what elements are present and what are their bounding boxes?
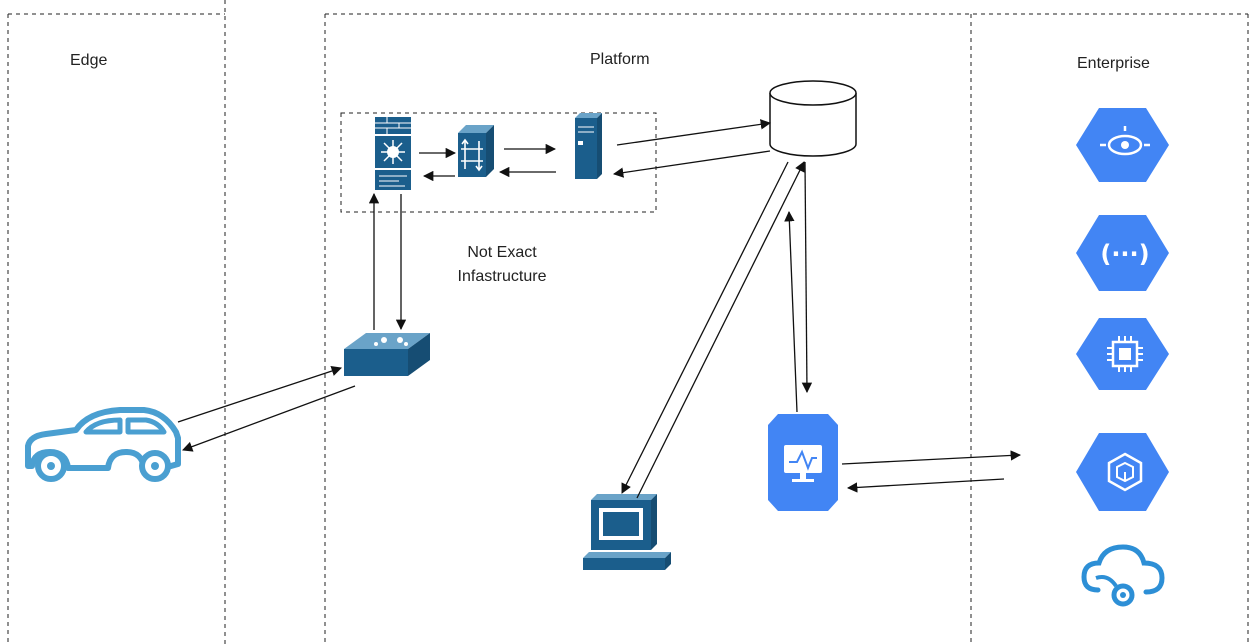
zone-label-platform: Platform — [590, 51, 650, 68]
gcp-vision-icon — [1076, 108, 1169, 182]
arrow-server-to-database — [616, 119, 772, 146]
arrow-monitoring-to-database — [784, 210, 798, 413]
arrow-workstation-to-database — [636, 161, 805, 499]
firewall-icon — [375, 117, 411, 190]
infrastructure-group-box — [340, 112, 657, 213]
wireless-router-icon — [344, 333, 430, 376]
arrow-database-to-server — [612, 150, 771, 178]
gcp-compute-icon — [1076, 318, 1169, 390]
zone-boundaries — [7, 0, 1249, 644]
connectors — [177, 119, 1022, 499]
arrow-database-to-workstation — [621, 161, 789, 494]
infrastructure-note-line1: Not Exact — [467, 244, 537, 261]
gcp-kubernetes-icon — [1076, 433, 1169, 511]
infrastructure-note-line2: Infastructure — [457, 268, 547, 285]
database-icon — [769, 80, 857, 157]
gcp-api-icon: (···) — [1076, 215, 1169, 291]
svg-text:(···): (···) — [1100, 240, 1149, 268]
layer3-switch-icon — [458, 125, 494, 177]
zone-label-enterprise: Enterprise — [1077, 55, 1150, 72]
server-icon — [575, 113, 602, 179]
arrow-database-to-monitoring — [801, 161, 813, 394]
azure-cloud-icon — [1081, 544, 1165, 607]
arrow-car-to-router — [177, 366, 342, 423]
workstation-icon — [583, 494, 671, 570]
zone-label-edge: Edge — [70, 52, 108, 69]
infrastructure-note: Not Exact Infastructure — [440, 241, 564, 289]
arrow-router-to-car — [182, 385, 356, 452]
arrow-enterprise-to-monitoring — [846, 478, 1005, 493]
car-icon — [25, 407, 181, 482]
gcp-monitoring-icon — [768, 414, 838, 511]
arrow-monitoring-to-enterprise — [841, 450, 1022, 465]
